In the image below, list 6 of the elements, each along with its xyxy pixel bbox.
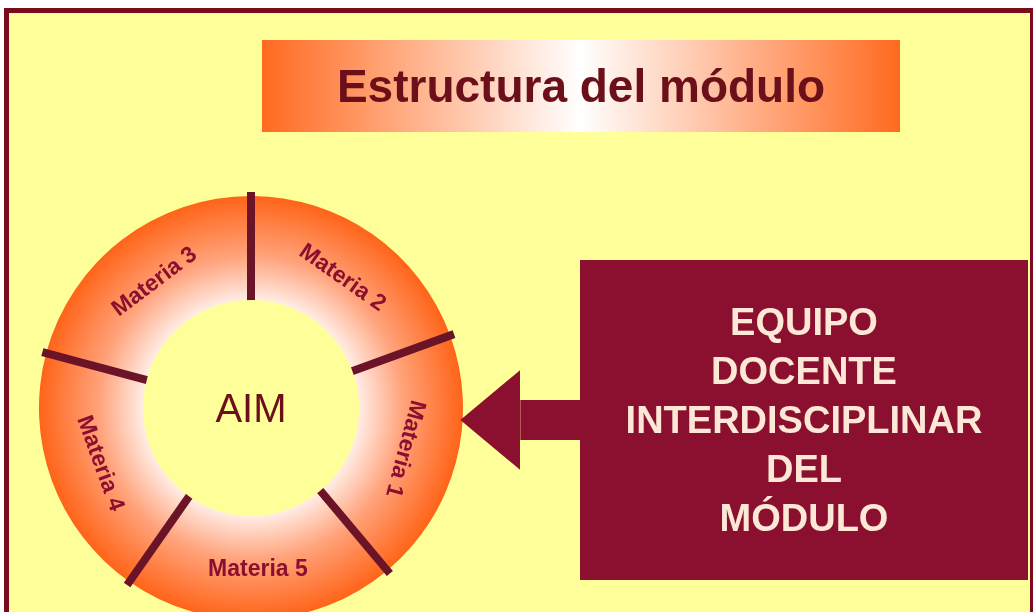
team-box: EQUIPO DOCENTE INTERDISCIPLINAR DEL MÓDULO — [580, 260, 1028, 580]
block-arrow — [460, 370, 582, 470]
title: Estructura del módulo — [262, 40, 900, 132]
segment-label: Materia 1 — [379, 397, 432, 502]
segment-label: Materia 5 — [208, 554, 308, 582]
segment-label: Materia 4 — [70, 411, 131, 515]
